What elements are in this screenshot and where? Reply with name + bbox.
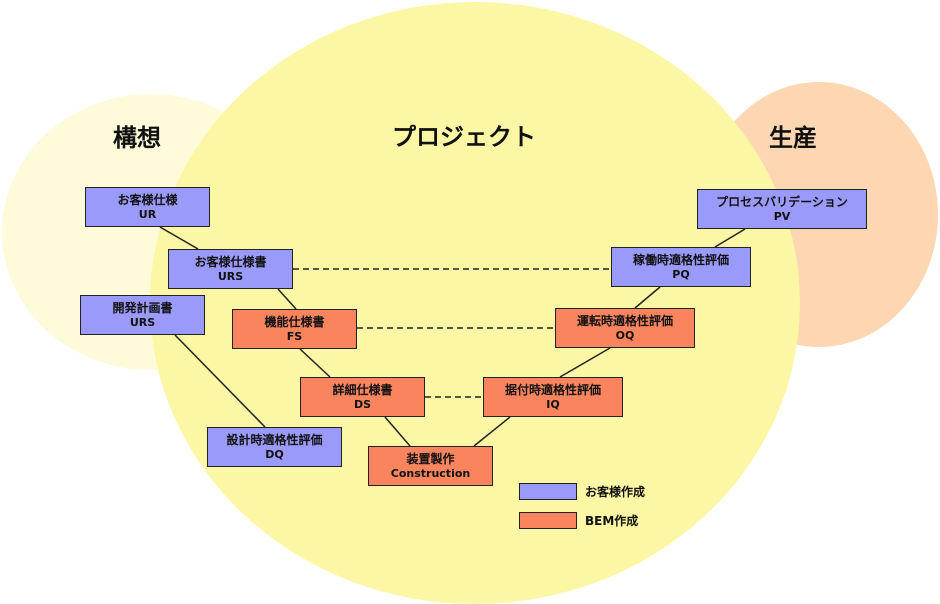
connector-fs-ds (299, 348, 331, 378)
construction-code: Construction (390, 466, 471, 480)
connector-urs-fs (277, 288, 297, 310)
fs-label: 機能仕様書 (264, 315, 325, 330)
oq-label: 運転時適格性評価 (576, 314, 673, 329)
dq-code: DQ (265, 447, 284, 461)
legend-bem-swatch (519, 512, 577, 529)
construction-label: 装置製作 (406, 452, 455, 467)
production-title: 生産 (769, 124, 817, 152)
connector-construction-iq (473, 416, 511, 447)
ur-box: お客様仕様 UR (85, 187, 210, 227)
pq-box: 稼働時適格性評価 PQ (611, 247, 751, 287)
connector-ur-urs (159, 226, 199, 250)
connector-urs-dq (174, 334, 266, 428)
ds-code: DS (353, 397, 372, 411)
urs-dev-label: 開発計画書 (112, 301, 173, 316)
fs-box: 機能仕様書 FS (232, 309, 357, 349)
iq-label: 据付時適格性評価 (504, 383, 601, 398)
iq-code: IQ (546, 397, 560, 411)
urs-spec-label: お客様仕様書 (194, 255, 267, 270)
urs-dev-box: 開発計画書 URS (80, 295, 205, 335)
urs-spec-box: お客様仕様書 URS (168, 249, 293, 289)
iq-box: 据付時適格性評価 IQ (483, 377, 623, 417)
pv-box: プロセスバリデーション PV (697, 189, 867, 229)
legend-customer-label: お客様作成 (585, 485, 646, 499)
urs-dev-code: URS (129, 315, 156, 329)
construction-box: 装置製作 Construction (368, 446, 493, 486)
connector-iq-oq (559, 347, 611, 378)
pv-code: PV (773, 209, 791, 223)
concept-title: 構想 (113, 124, 161, 152)
ds-label: 詳細仕様書 (332, 383, 393, 398)
oq-code: OQ (615, 328, 635, 342)
dq-label: 設計時適格性評価 (226, 433, 323, 448)
urs-spec-code: URS (217, 269, 244, 283)
dq-box: 設計時適格性評価 DQ (207, 427, 342, 467)
connector-oq-pq (634, 286, 661, 309)
legend-bem: BEM作成 (519, 512, 638, 529)
legend-customer: お客様作成 (519, 483, 645, 500)
ur-label: お客様仕様 (117, 193, 178, 208)
ds-box: 詳細仕様書 DS (300, 377, 425, 417)
oq-box: 運転時適格性評価 OQ (555, 308, 695, 348)
legend-bem-label: BEM作成 (585, 514, 639, 528)
pv-label: プロセスバリデーション (716, 195, 848, 210)
ur-code: UR (138, 207, 157, 221)
connector-ds-construction (384, 416, 411, 447)
connector-pq-pv (714, 228, 746, 248)
project-title: プロジェクト (392, 123, 536, 151)
fs-code: FS (286, 329, 303, 343)
pq-label: 稼働時適格性評価 (632, 253, 729, 268)
legend-customer-swatch (519, 483, 577, 500)
pq-code: PQ (672, 267, 690, 281)
project-bubble (150, 2, 800, 604)
